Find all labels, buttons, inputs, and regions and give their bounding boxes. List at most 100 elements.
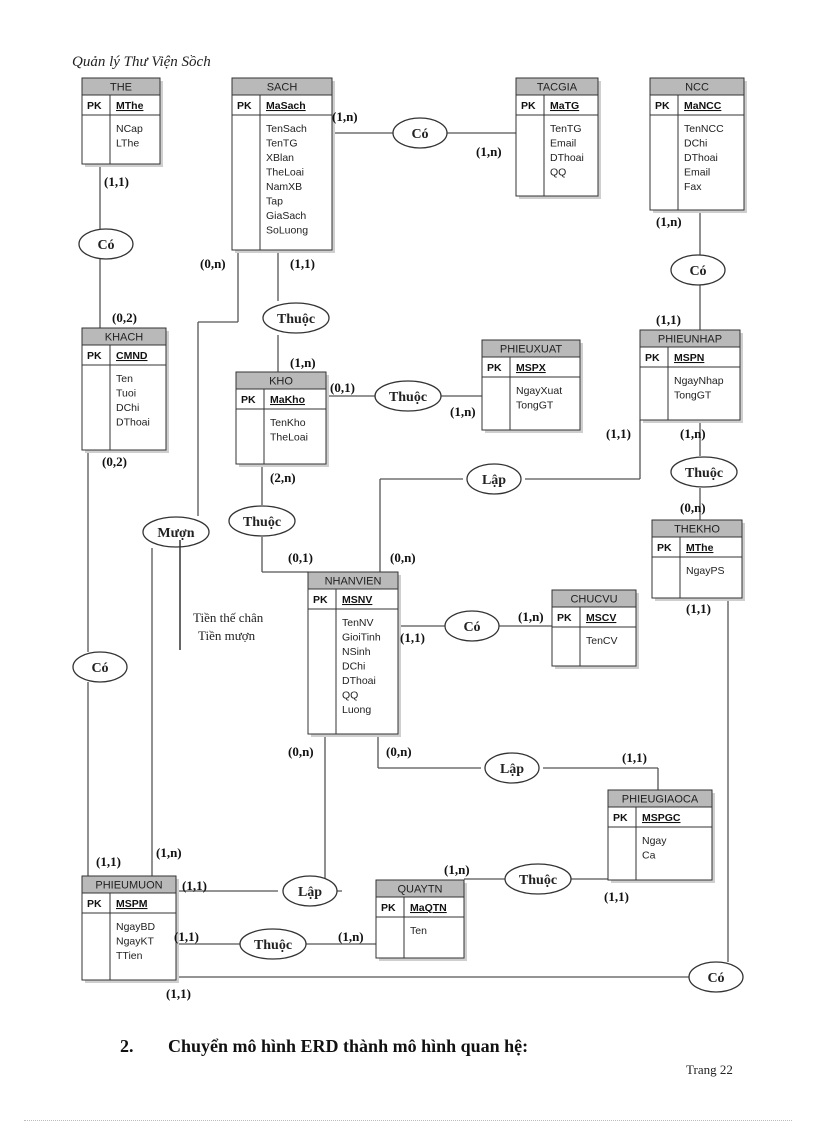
relationship-co-nhanvien-chucvu[interactable]: Có [444,610,500,642]
relationship-label: Có [707,971,724,986]
entity-header [649,77,745,96]
note-group: Tiền thế chân Tiền mượn [179,540,264,650]
relationship-label: Có [91,661,108,676]
relationship-thuoc-phieumuon-quaytn[interactable]: Thuộc [239,928,307,960]
entity-name: THE [110,82,132,94]
entity-attribute: NgayXuat [516,385,562,397]
pk-label: PK [657,542,672,554]
entity-attribute: QQ [550,167,566,179]
cardinality-label: (1,1) [166,986,191,1001]
entity-header [481,339,581,358]
entity-attribute: NgayBD [116,921,156,933]
entity-header [515,77,599,96]
entity-attribute: GiaSach [266,210,306,222]
cardinality-label: (2,n) [270,470,296,485]
entity-name: PHIEUNHAP [658,334,722,346]
section-heading: 2.Chuyển mô hình ERD thành mô hình quan … [120,1036,528,1057]
entity-attribute: TenKho [270,417,306,429]
cardinality-label: (0,n) [390,550,416,565]
cardinality-label: (1,1) [604,889,629,904]
relationship-ellipse [239,928,307,960]
entity-attribute: NgayNhap [674,375,724,387]
relationship-thuoc-sach-kho[interactable]: Thuộc [262,302,330,334]
entity-header [231,77,333,96]
relationship-lap-phieumuon-nhanvien[interactable]: Lập [282,875,338,907]
pk-label: PK [87,898,102,910]
cardinality-label: (0,2) [102,454,127,469]
relationship-label: Lập [500,762,524,777]
relationship-ellipse [466,463,522,495]
relationship-lap-nhanvien-phieunhap[interactable]: Lập [466,463,522,495]
cardinality-label: (1,n) [518,609,544,624]
relationship-co-the-khach[interactable]: Có [78,228,134,260]
relationship-ellipse [484,752,540,784]
primary-key: MSPGC [642,812,681,824]
relationship-lap-nhanvien-phieugiaoca[interactable]: Lập [484,752,540,784]
entity-name: PHIEUMUON [95,880,162,892]
cardinality-label: (0,n) [288,744,314,759]
relationship-co-khach-phieumuon[interactable]: Có [72,651,128,683]
entity-attribute: DThoai [684,152,718,164]
primary-key: MaNCC [684,100,722,112]
primary-key: MSCV [586,612,616,624]
footer-divider [24,1120,792,1121]
cardinality-label: (1,n) [156,845,182,860]
relationship-co-phieumuon-thekho[interactable]: Có [688,961,744,993]
cardinality-label: (1,n) [656,214,682,229]
entity-attribute: TongGT [516,400,554,412]
relationship-thuoc-kho-nhanvien[interactable]: Thuộc [228,505,296,537]
entity-box [649,77,745,211]
page-header: Quản lý Thư Viện Sồch [72,54,211,70]
entity-attribute: DThoai [116,417,150,429]
primary-key: MSPM [116,898,148,910]
entity-attribute: QQ [342,690,358,702]
pk-label: PK [613,812,628,824]
relationship-label: Có [97,238,114,253]
relationship-thuoc-quaytn-phieugiaoca[interactable]: Thuộc [504,863,572,895]
entity-attribute: Tuoi [116,388,136,400]
entity-attribute: TheLoai [266,167,304,179]
cardinality-label: (1,n) [476,144,502,159]
relationship-co-ncc-phieunhap[interactable]: Có [670,254,726,286]
note-line-2: Tiền mượn [198,628,256,643]
relationship-label: Lập [298,885,322,900]
entity-name: PHIEUGIAOCA [622,794,699,806]
cardinality-label: (0,n) [680,500,706,515]
relationship-co-sach-tacgia[interactable]: Có [392,117,448,149]
entity-header [651,519,743,538]
entity-attribute: GioiTinh [342,632,381,644]
entity-attribute: Ten [116,373,133,385]
cardinality-label: (0,1) [330,380,355,395]
pk-label: PK [381,902,396,914]
entity-attribute: Email [684,167,710,179]
relationship-label: Thuộc [277,312,315,327]
entity-attribute: Ca [642,850,656,862]
relationship-muon[interactable]: Mượn [142,516,210,548]
entity-attribute: TenSach [266,123,307,135]
cardinalities: (1,n)(1,n)(1,1)(0,2)(1,n)(1,1)(0,n)(1,1)… [96,109,711,1001]
entity-attribute: NamXB [266,181,302,193]
entity-attribute: TenNCC [684,123,724,135]
cardinality-label: (1,n) [332,109,358,124]
relationship-thuoc-phieunhap-thekho[interactable]: Thuộc [670,456,738,488]
relationship-ellipse [282,875,338,907]
cardinality-label: (1,n) [290,355,316,370]
relationship-thuoc-kho-phieuxuat[interactable]: Thuộc [374,380,442,412]
entity-header [375,879,465,898]
entity-attribute: DChi [684,138,707,150]
pk-label: PK [241,394,256,406]
